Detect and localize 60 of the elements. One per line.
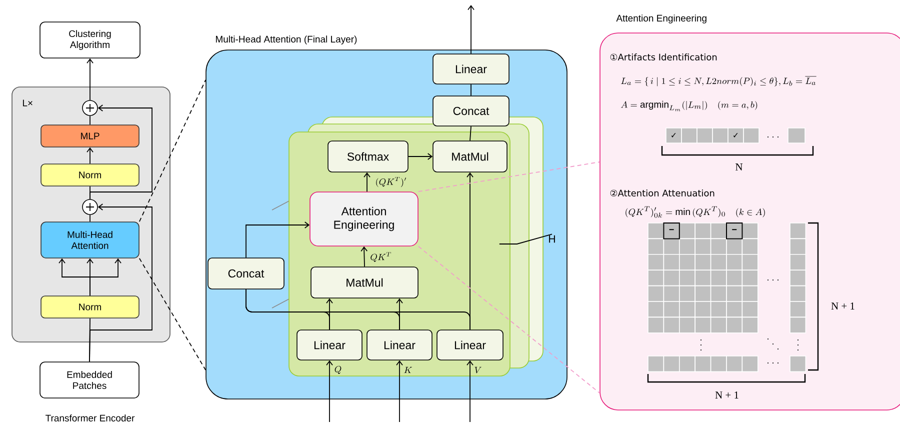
arrow [86,58,94,101]
arrow [90,258,122,296]
formula: $(QK^T)'_{0k} = \min\,(QK^T)_0 \quad (k \in A)$ [626,206,765,218]
attention-box: Multi-Head Attention [40,222,140,258]
edge-label: $QK^T$ [370,252,391,262]
arrow [90,104,152,200]
edge-label: $Q$ [334,366,342,374]
norm-box: Norm [40,296,140,318]
head-count-label: H [549,235,555,243]
arrow [364,172,370,192]
arrow [89,204,152,362]
input-box: Embedded Patches [40,362,140,398]
matmul-box: MatMul [310,266,418,298]
dashed-line [138,80,206,222]
norm-box: Norm [40,164,140,186]
concat-box: Concat [432,96,510,126]
mlp-box: MLP [40,124,140,148]
concat-box: Concat [208,258,284,290]
minus-box: − [663,222,680,240]
plus-circle [82,100,98,116]
arrow [246,222,310,258]
output-box: Clustering Algorithm [40,22,140,58]
connector-line [470,84,472,96]
check-mark: ✓ [672,132,676,138]
arrow [396,360,403,422]
panel-title: L× [23,100,32,106]
arrow [466,360,474,422]
dashed-line [418,162,600,192]
minus-box: − [726,222,743,240]
arrow [326,360,333,422]
arrow [468,5,474,54]
softmax-box: Softmax [328,140,408,172]
plus-circle [82,199,98,215]
connector-line [470,126,472,142]
linear-box: Linear [436,330,504,360]
linear-box: Linear [432,54,510,84]
dimension-label: N + 1 [831,302,854,310]
linear-box: Linear [366,330,432,360]
formula: $L_a = \{\, i \mid 1 \le i \le N, L2norm(P)_i \le \theta \}, L_b = \overline{L_a}$ [621,76,816,86]
linear-box: Linear [296,330,362,360]
panel-title: Multi-Head Attention (Final Layer) [216,36,357,44]
section-heading: ①Artifacts Identification [610,54,717,60]
dimension-label: N [736,164,743,170]
dimension-label: N + 1 [715,392,738,398]
check-mark: ✓ [734,132,738,138]
edge-label: $(QK^T)'$ [376,176,406,188]
connector-line [246,288,470,330]
edge-label: $V$ [474,366,482,374]
attention-engineering-box: Attention Engineering [310,192,418,246]
formula: $A = \mathrm{argmin}_{L_m}(|L_m|) \quad (m = a, b)$ [621,100,758,112]
caption: Transformer Encoder [46,414,135,422]
arrow [408,153,433,160]
panel-title: Attention Engineering [616,14,706,24]
dashed-line [138,258,206,370]
arrow [360,246,368,268]
dashed-line [418,246,600,394]
arrow [86,147,94,164]
section-heading: ②Attention Attenuation [610,190,714,196]
matmul-box: MatMul [432,140,508,172]
edge-label: $K$ [404,366,412,374]
